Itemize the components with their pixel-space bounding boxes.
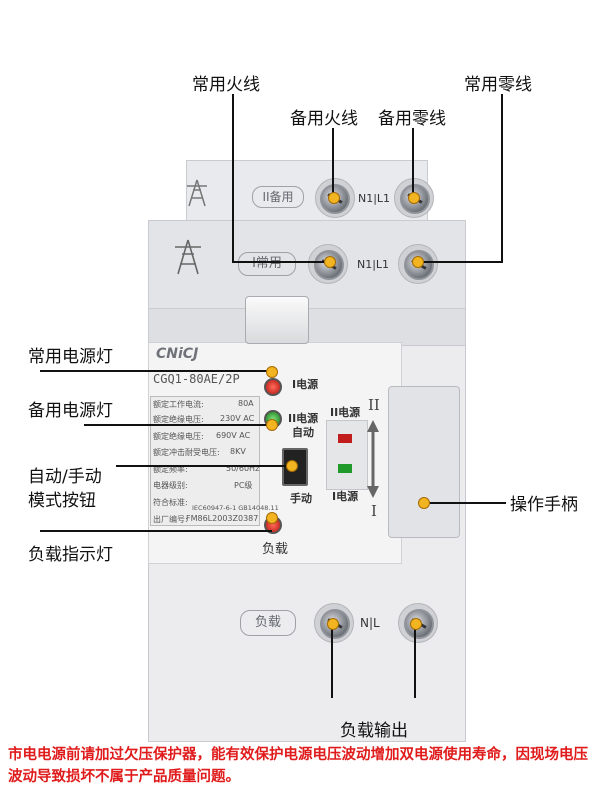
- marker-backup-power-lamp: [266, 419, 278, 431]
- spec-table: [150, 396, 260, 526]
- marker-common-live: [324, 256, 336, 268]
- screw-load-live: [404, 609, 434, 639]
- warning-note: 市电电源前请加过欠压保护器，能有效保护电源电压波动增加双电源使用寿命，因现场电压…: [8, 747, 588, 785]
- marker-load-output-l: [410, 618, 422, 630]
- power2-label: II电源: [288, 412, 319, 425]
- spec-label-0: 额定工作电流:: [153, 400, 204, 409]
- ind-power2-label: II电源: [330, 406, 361, 419]
- handle-slot: [388, 386, 460, 538]
- indicator-window: [326, 420, 368, 490]
- terminal-label-mid: N1|L1: [357, 258, 390, 271]
- spec-value-7: FM86L2003Z0387: [186, 514, 259, 523]
- auto-label: 自动: [292, 426, 314, 439]
- spec-value-1: 230V AC: [220, 414, 255, 423]
- label-backup-neutral: 备用零线: [378, 109, 446, 129]
- leader-handle: [424, 502, 506, 504]
- power1-indicator: [338, 464, 352, 473]
- marker-backup-neutral: [408, 192, 420, 204]
- model-number: CGQ1-80AE/2P: [153, 372, 240, 386]
- leader-backup-neutral: [412, 128, 414, 200]
- label-backup-power-lamp: 备用电源灯: [28, 401, 113, 421]
- position-II: II: [368, 396, 380, 414]
- terminal-label-bottom: N|L: [360, 616, 380, 630]
- label-common-power-lamp: 常用电源灯: [28, 347, 113, 367]
- spec-value-3: 8KV: [230, 447, 246, 456]
- terminal-label-top: N1|L1: [358, 192, 391, 205]
- operating-handle[interactable]: [245, 296, 309, 344]
- screw-backup-live: [320, 184, 350, 214]
- up-down-arrow-icon: [366, 418, 380, 500]
- common-power-led: [264, 378, 282, 396]
- screw-backup-neutral: [400, 184, 430, 214]
- leader-common-live-v: [232, 94, 234, 262]
- marker-handle: [418, 497, 430, 509]
- label-load-output: 负载输出: [340, 721, 408, 741]
- screw-common-neutral: [404, 250, 434, 280]
- spec-label-7: 出厂编号:: [153, 515, 188, 524]
- marker-common-power-lamp: [266, 366, 278, 378]
- spec-label-5: 电器级别:: [153, 481, 188, 490]
- marker-load-indicator: [266, 512, 278, 524]
- spec-value-2: 690V AC: [216, 431, 251, 440]
- marker-auto-manual: [286, 460, 298, 472]
- pylon-icon-top: [184, 178, 210, 208]
- position-I: I: [371, 502, 377, 520]
- spec-label-1: 额定绝缘电压:: [153, 415, 204, 424]
- leader-common-power-lamp: [40, 370, 272, 372]
- label-auto-manual-2: 模式按钮: [28, 491, 96, 511]
- label-operating-handle: 操作手柄: [510, 495, 578, 515]
- spec-value-5: PC级: [234, 481, 253, 490]
- spec-label-3: 额定冲击耐受电压:: [153, 448, 220, 457]
- spec-value-0: 80A: [238, 399, 254, 408]
- marker-common-neutral: [412, 256, 424, 268]
- leader-load-indicator: [40, 530, 272, 532]
- tag-load: 负载: [240, 610, 296, 636]
- label-backup-live: 备用火线: [290, 109, 358, 129]
- label-common-live: 常用火线: [192, 75, 260, 95]
- label-load-indicator: 负载指示灯: [28, 545, 113, 565]
- tag-backup: II备用: [252, 186, 304, 208]
- marker-load-output-n: [327, 618, 339, 630]
- ind-power1-label: I电源: [332, 490, 359, 503]
- leader-backup-live: [332, 128, 334, 200]
- marker-backup-live: [328, 192, 340, 204]
- pylon-icon-mid: [172, 238, 204, 276]
- spec-label-2: 额定绝缘电压:: [153, 432, 204, 441]
- power1-label: I电源: [292, 378, 319, 391]
- label-auto-manual-1: 自动/手动: [28, 467, 102, 487]
- tag-common: I常用: [238, 252, 296, 276]
- load-text: 负载: [262, 542, 289, 557]
- spec-value-4: 50/60Hz: [226, 464, 260, 473]
- leader-common-neutral-v: [501, 94, 503, 262]
- spec-value-6: IEC60947-6-1 GB14048.11: [192, 504, 279, 512]
- label-common-neutral: 常用零线: [464, 75, 532, 95]
- top-terminal-block: [186, 160, 428, 222]
- manual-label: 手动: [290, 492, 312, 505]
- spec-label-6: 符合标准:: [153, 498, 188, 507]
- leader-common-neutral-h: [416, 261, 503, 263]
- leader-load-output-n: [331, 626, 333, 698]
- spec-label-4: 额定频率:: [153, 465, 188, 474]
- leader-backup-power-lamp: [84, 424, 272, 426]
- leader-load-output-l: [414, 626, 416, 698]
- leader-auto-manual: [116, 465, 292, 467]
- leader-common-live-h: [232, 261, 330, 263]
- brand-logo: CNiCJ: [156, 346, 199, 362]
- power2-indicator: [338, 434, 352, 443]
